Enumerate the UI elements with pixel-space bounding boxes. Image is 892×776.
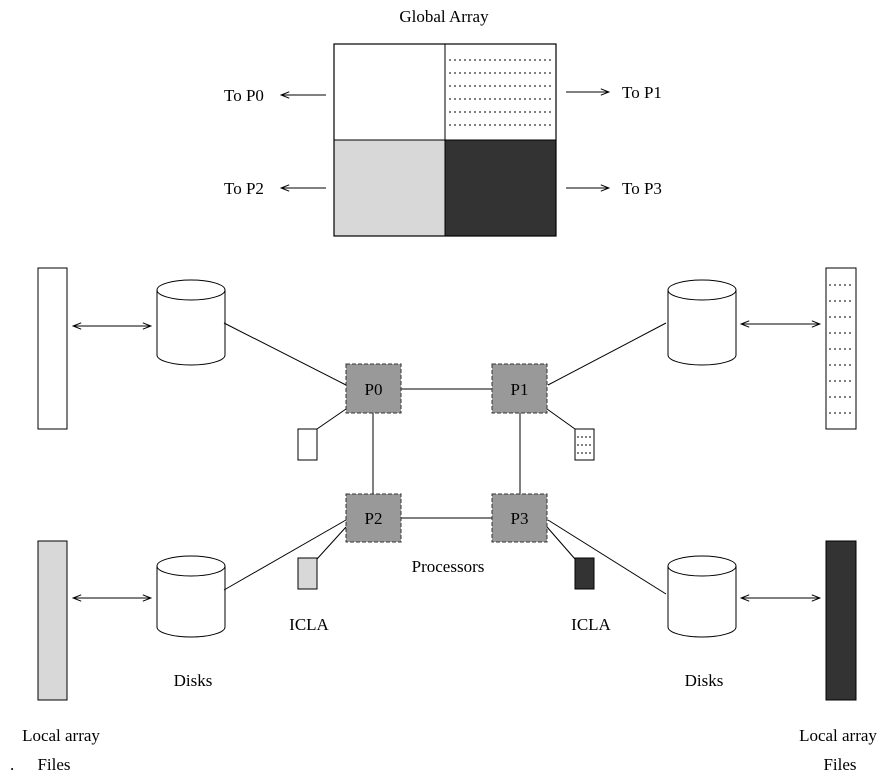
global-array: [333, 43, 557, 237]
processor-p3-label: P3: [511, 509, 529, 528]
label-to-p0: To P0: [224, 86, 264, 105]
icla-p3: [574, 557, 595, 590]
local-file-p2: [37, 540, 68, 701]
disks-label-left: Disks: [174, 671, 213, 690]
processor-p1-label: P1: [511, 380, 529, 399]
file-disk-arrows: [71, 320, 822, 602]
icla-label-left: ICLA: [289, 615, 329, 634]
processor-p3: P3: [491, 493, 548, 543]
processor-p0: P0: [345, 363, 402, 414]
local-file-p0: [37, 267, 68, 430]
disks-label-right: Disks: [685, 671, 724, 690]
disk-p3: [667, 555, 737, 638]
icla-p2: [297, 557, 318, 590]
processor-p2: P2: [345, 493, 402, 543]
local-files-label-left-line1: Local array: [22, 726, 100, 745]
stray-mark: .: [10, 755, 14, 774]
global-quadrant-p1-dots: [449, 59, 552, 126]
icla-label-right: ICLA: [571, 615, 611, 634]
local-files-label-right-line1: Local array: [799, 726, 877, 745]
global-quadrant-p1: [444, 43, 557, 141]
local-file-p1: [825, 267, 857, 430]
global-quadrant-p2: [333, 139, 446, 237]
local-files-label-left-line2: Files: [37, 755, 70, 774]
processors-label: Processors: [412, 557, 485, 576]
disk-p0: [156, 279, 226, 366]
icla-p0: [297, 428, 318, 461]
processor-p2-label: P2: [365, 509, 383, 528]
disk-p1: [667, 279, 737, 366]
network-links: [223, 322, 667, 595]
processor-p1: P1: [491, 363, 548, 414]
local-files-label-right-line2: Files: [823, 755, 856, 774]
local-file-p3: [825, 540, 857, 701]
label-to-p2: To P2: [224, 179, 264, 198]
label-to-p1: To P1: [622, 83, 662, 102]
diagram-title: Global Array: [399, 7, 489, 26]
label-to-p3: To P3: [622, 179, 662, 198]
global-array-arrows: [279, 88, 611, 192]
disk-p2: [156, 555, 226, 638]
global-quadrant-p0: [333, 43, 446, 141]
global-quadrant-p3: [444, 139, 557, 237]
processor-p0-label: P0: [365, 380, 383, 399]
icla-p1: [574, 428, 595, 461]
